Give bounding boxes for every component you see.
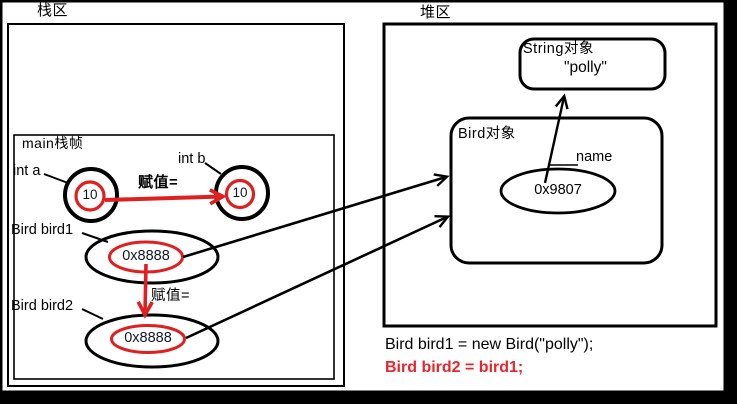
assign-birds-label: 赋值= [151, 288, 190, 304]
code-line-2: Bird bird2 = bird1; [385, 359, 524, 376]
int-a-value-ring [74, 180, 106, 212]
int-b-pointer-line [204, 162, 222, 175]
int-a-label: int a [13, 163, 41, 179]
heap-region-title: 堆区 [420, 4, 452, 21]
main-frame-box [13, 134, 335, 380]
main-frame-title: main栈帧 [22, 135, 84, 151]
bird2-pointer-line [81, 308, 104, 320]
code-line-1: Bird bird1 = new Bird("polly"); [385, 336, 594, 353]
assign-birds-arrow [136, 263, 154, 319]
name-field-label: name [576, 149, 613, 165]
name-field-ellipse [499, 167, 617, 215]
stack-region-box [7, 23, 345, 387]
int-b-label: int b [178, 151, 206, 167]
int-a-pointer-line [43, 173, 69, 184]
int-b-value: 10 [232, 185, 248, 200]
bird2-value: 0x8888 [124, 330, 172, 346]
bird1-value: 0x8888 [122, 248, 170, 264]
string-object-box [518, 37, 667, 91]
bird2-value-ring [110, 324, 186, 354]
bird2-label: Bird bird2 [11, 298, 74, 314]
bird1-label: Bird bird1 [11, 222, 74, 238]
string-object-value: "polly" [564, 59, 607, 76]
int-a-value: 10 [82, 187, 98, 202]
heap-region-box [382, 22, 718, 328]
stack-region-title: 栈区 [37, 2, 69, 19]
bird2-reference-arrow [185, 214, 451, 340]
bird1-ellipse [84, 229, 220, 285]
bird-object-box [449, 116, 664, 265]
assign-ab-label: 赋值= [138, 174, 179, 191]
assign-ab-arrow [104, 188, 227, 206]
int-a-circle [63, 167, 119, 223]
bird1-reference-arrow [182, 173, 450, 259]
bird1-pointer-line [81, 232, 109, 243]
name-field-value: 0x9807 [534, 182, 582, 198]
string-object-title: String对象 [523, 41, 594, 57]
bird-object-title: Bird对象 [458, 126, 516, 142]
name-reference-arrow [543, 93, 569, 184]
